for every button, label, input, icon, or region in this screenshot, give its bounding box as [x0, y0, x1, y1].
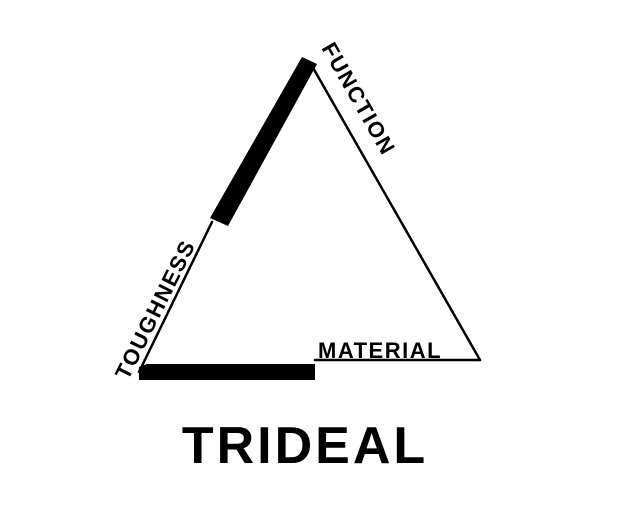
- bottom-edge-thick-bar: [139, 364, 315, 380]
- diagram-title: TRIDEAL: [182, 417, 428, 475]
- left-edge-thin-line: [137, 220, 214, 374]
- material-label: MATERIAL: [318, 338, 442, 363]
- right-edge-line: [310, 64, 482, 362]
- function-label: FUNCTION: [317, 38, 401, 160]
- toughness-label: TOUGHNESS: [110, 236, 200, 384]
- left-edge-thick-bar: [210, 57, 317, 226]
